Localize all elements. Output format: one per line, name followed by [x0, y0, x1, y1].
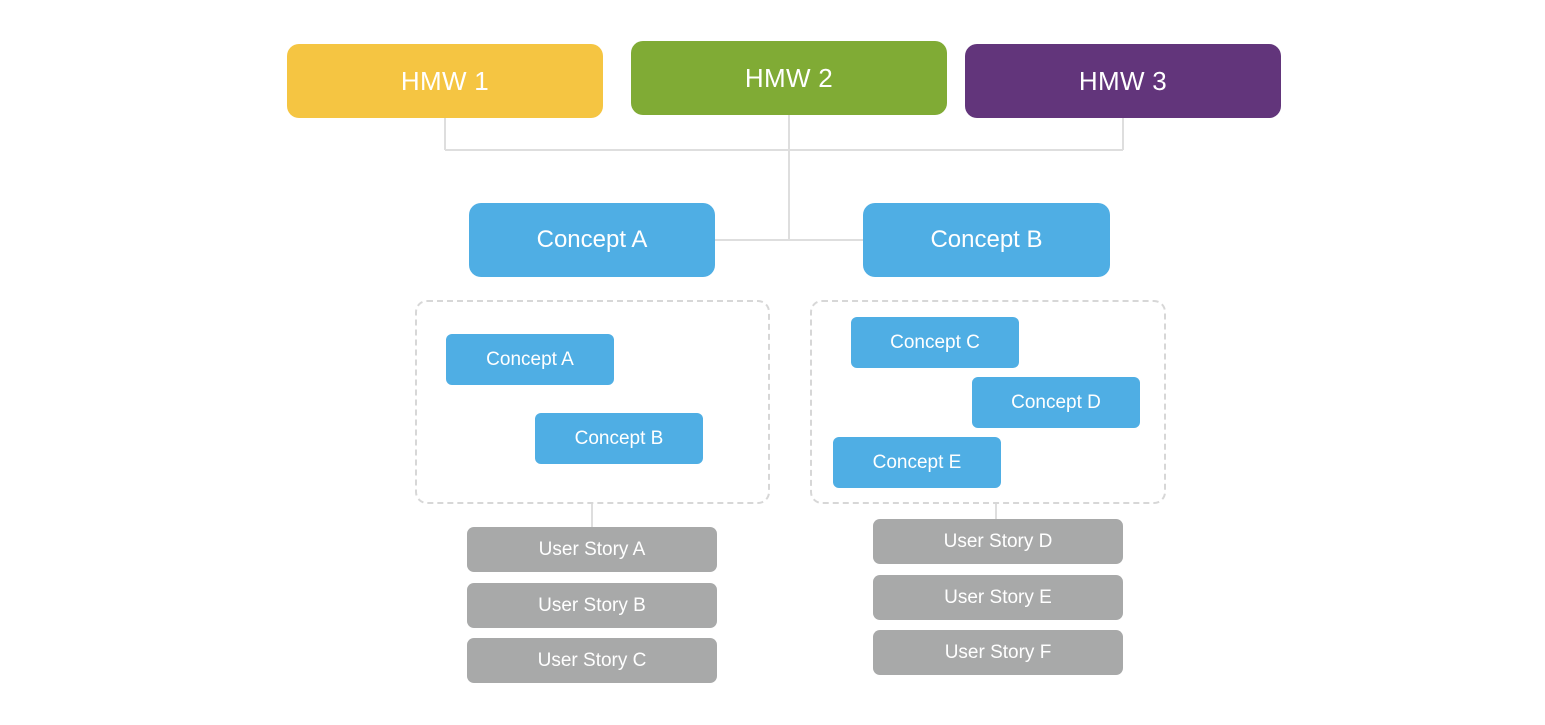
- user-story-a: User Story A: [467, 527, 717, 572]
- group-2-concept-d: Concept D: [972, 377, 1140, 428]
- user-story-d: User Story D: [873, 519, 1123, 564]
- group-1-concept-a: Concept A: [446, 334, 614, 385]
- hmw-3-node: HMW 3: [965, 44, 1281, 118]
- group-1-concept-b: Concept B: [535, 413, 703, 464]
- hmw-1-node: HMW 1: [287, 44, 603, 118]
- group-2-concept-c: Concept C: [851, 317, 1019, 368]
- concept-group-2: [810, 300, 1166, 504]
- user-story-f: User Story F: [873, 630, 1123, 675]
- user-story-e: User Story E: [873, 575, 1123, 620]
- concept-group-1: [415, 300, 770, 504]
- concept-b-node: Concept B: [863, 203, 1110, 277]
- user-story-b: User Story B: [467, 583, 717, 628]
- user-story-c: User Story C: [467, 638, 717, 683]
- group-2-concept-e: Concept E: [833, 437, 1001, 488]
- concept-a-node: Concept A: [469, 203, 715, 277]
- hmw-2-node: HMW 2: [631, 41, 947, 115]
